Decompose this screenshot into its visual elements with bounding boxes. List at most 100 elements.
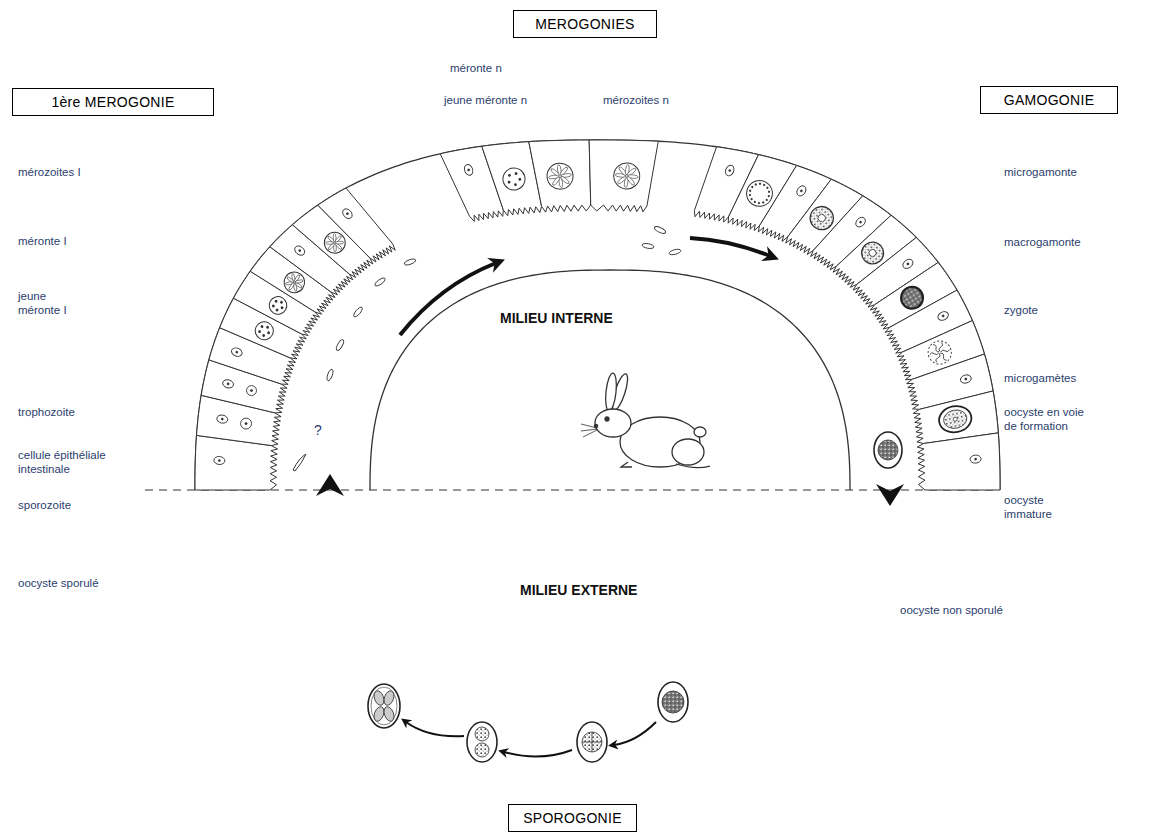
illustration-part	[214, 456, 226, 465]
illustration-part	[250, 389, 253, 392]
illustration-part	[724, 164, 736, 177]
illustration-part	[897, 283, 927, 313]
stage-label: mérozoites n	[603, 93, 669, 107]
illustration-part	[514, 183, 517, 186]
cycle-arrow	[400, 263, 496, 335]
illustration-part	[939, 352, 948, 361]
illustration-part	[218, 459, 221, 462]
illustration-part	[936, 310, 949, 322]
epithelial-cell	[529, 140, 591, 212]
phase-box: GAMOGONIE	[980, 86, 1118, 114]
cell-content	[613, 162, 641, 190]
region-label: MILIEU EXTERNE	[520, 582, 637, 600]
stage-label: méronte I	[18, 234, 67, 248]
illustration-part	[582, 732, 602, 752]
illustration-part	[604, 373, 618, 412]
illustration-part	[560, 176, 570, 185]
stage-label: oocyste non sporulé	[900, 603, 1003, 617]
illustration-part	[475, 743, 489, 757]
illustration-part	[295, 279, 304, 283]
illustration-part	[868, 248, 878, 258]
illustration-part	[352, 306, 363, 318]
illustration-part	[280, 300, 284, 304]
illustration-part	[595, 409, 631, 437]
illustration-part	[897, 283, 927, 313]
illustration-part	[500, 165, 527, 192]
illustration-part	[463, 163, 475, 176]
illustration-part	[546, 162, 575, 191]
environment-boundary	[145, 489, 995, 490]
illustration-part	[974, 458, 977, 461]
cycle-arrow	[690, 238, 770, 256]
illustration-part	[753, 200, 756, 203]
illustration-part	[235, 350, 238, 353]
illustration-part	[874, 432, 902, 468]
illustration-part	[262, 334, 266, 338]
cell-content	[293, 244, 307, 257]
epithelial-cell	[318, 188, 395, 262]
illustration-part	[758, 202, 761, 205]
illustration-part	[970, 455, 982, 464]
stage-label: jeune méronte I	[18, 289, 74, 318]
illustration-part	[925, 337, 955, 367]
illustration-part	[372, 689, 386, 706]
illustration-part	[258, 330, 262, 334]
illustration-part	[937, 403, 974, 435]
cell-content	[266, 293, 290, 317]
stage-label: oocyste sporulé	[18, 576, 99, 590]
illustration-part	[765, 198, 768, 201]
cell-content	[463, 163, 475, 176]
illustration-part	[241, 418, 252, 429]
stage-label: sporozoite	[18, 498, 71, 512]
illustration-part	[214, 456, 226, 465]
illustration-part	[581, 424, 597, 437]
illustration-part	[859, 220, 863, 224]
illustration-part	[672, 439, 704, 465]
rabbit	[581, 372, 710, 467]
cell-content	[214, 456, 226, 465]
cycle-arrow	[406, 722, 464, 736]
cycle-arrow	[614, 722, 656, 745]
illustration-part	[642, 243, 655, 250]
illustration-part	[335, 339, 345, 352]
stage-label: méronte n	[450, 61, 502, 75]
illustration-part	[336, 241, 344, 244]
illustration-part	[467, 722, 497, 762]
stage-label: oocyste immature	[1004, 493, 1064, 522]
cell-content	[724, 164, 736, 177]
illustration-part	[605, 417, 609, 421]
illustration-part	[766, 186, 769, 189]
illustration-part	[577, 722, 607, 762]
sporulating-oocyst	[577, 722, 607, 762]
unsporulated-oocyst	[658, 682, 688, 722]
illustration-part	[260, 325, 264, 329]
illustration-part	[937, 403, 974, 435]
stage-label: jeune méronte n	[444, 93, 527, 107]
illustration-part	[669, 248, 682, 256]
illustration-part	[767, 195, 770, 198]
illustration-part	[230, 346, 243, 357]
illustration-part	[507, 180, 510, 183]
illustration-part	[754, 183, 757, 186]
illustration-part	[266, 325, 270, 329]
illustration-part	[372, 705, 386, 722]
illustration-part	[326, 369, 334, 382]
exit-arrow	[876, 484, 904, 506]
illustration-part	[274, 299, 278, 303]
illustration-part	[293, 244, 307, 257]
illustration-part	[346, 212, 350, 216]
illustration-part	[654, 225, 667, 234]
illustration-part	[953, 417, 958, 422]
illustration-part	[901, 257, 915, 270]
illustration-part	[371, 687, 397, 725]
phase-title: 1ère MEROGONIE	[22, 94, 204, 110]
illustration-part	[518, 178, 521, 181]
illustration-part	[230, 346, 243, 357]
illustration-part	[964, 377, 967, 380]
illustration-part	[252, 319, 276, 343]
illustration-part	[467, 168, 470, 171]
illustration-part	[763, 183, 766, 186]
illustration-part	[500, 165, 527, 192]
internal-boundary	[370, 270, 850, 490]
